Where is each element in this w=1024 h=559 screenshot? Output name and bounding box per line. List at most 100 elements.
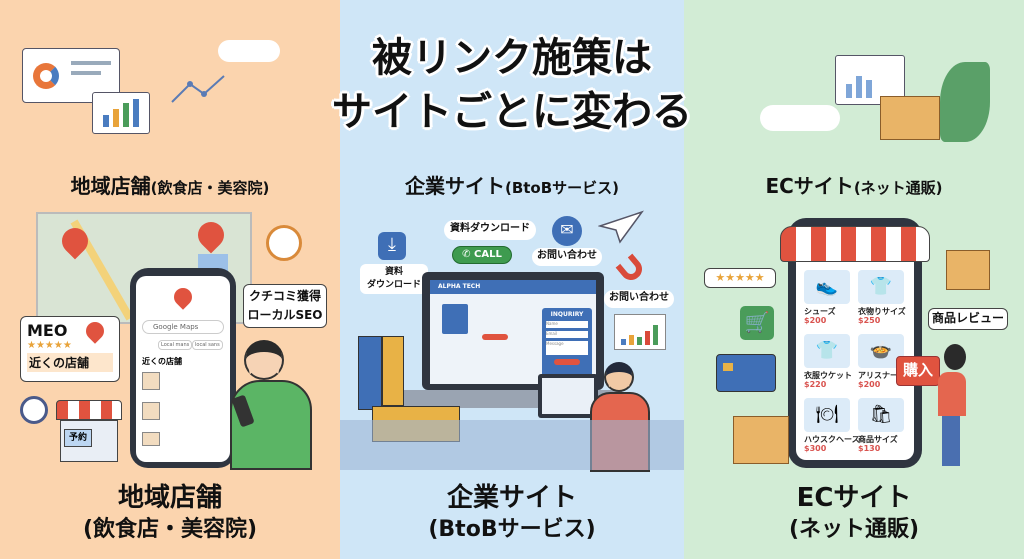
download-label-line-2: ダウンロード [366, 280, 421, 290]
local-bottom-line-2: (飲食店・美容院) [82, 517, 258, 542]
nearby-list-title: 近くの店舗 [142, 357, 182, 366]
product-card[interactable]: 🍽 [804, 398, 850, 432]
package-box-icon [880, 96, 940, 140]
binder-icon [382, 336, 404, 406]
paper-plane-icon [598, 210, 644, 244]
plant-leaf-icon [940, 62, 990, 142]
rating-stars-bubble: ★★★★★ [704, 268, 776, 288]
product-price: $250 [858, 316, 881, 325]
product-card[interactable]: 👕 [858, 270, 904, 304]
smartphone: Google Maps Local mans local sans 近くの店舗 [130, 268, 236, 468]
person-jeans [942, 416, 960, 466]
desk [340, 420, 684, 470]
ec-bottom-line-2: (ネット通販) [788, 517, 920, 542]
name-field[interactable]: Name [546, 321, 588, 328]
product-name: ハウスクヘース [804, 435, 860, 444]
clock-icon [20, 396, 48, 424]
person-head [944, 344, 966, 370]
local-heading: 地域店舗(飲食店・美容院) [0, 170, 340, 199]
product-name: アリスナー [858, 371, 898, 380]
business-bottom-line-1: 企業サイト [446, 483, 577, 513]
maps-search-input[interactable]: Google Maps [142, 320, 224, 334]
mail-icon: ✉ [552, 216, 582, 246]
local-bottom-title: 地域店舗 (飲食店・美容院) [0, 482, 340, 546]
store-list-item[interactable] [142, 372, 160, 390]
product-price: $300 [804, 444, 827, 453]
buy-button[interactable]: 購入 [896, 356, 940, 386]
product-price: $200 [804, 316, 827, 325]
chip[interactable]: Local mans [158, 340, 193, 350]
product-name: 商品サイズ [858, 435, 898, 444]
call-button-label: CALL [474, 249, 502, 260]
main-title-line-1: 被リンク施策は [372, 35, 652, 81]
download-document-bubble[interactable]: 資料ダウンロード [444, 220, 536, 240]
local-seo-label: ローカルSEO [247, 308, 323, 322]
store-list-item[interactable] [142, 402, 160, 420]
local-heading-sub: (飲食店・美容院) [150, 179, 270, 197]
google-maps-pin-icon [170, 284, 196, 310]
product-name: シューズ [804, 307, 836, 316]
ec-heading-text: ECサイト [765, 174, 854, 198]
inquiry-title: INQURIRY [550, 311, 584, 318]
contact-bubble[interactable]: お問い合わせ [532, 248, 602, 266]
message-field[interactable]: Message [546, 341, 588, 355]
product-price: $130 [858, 444, 881, 453]
package-box-icon [946, 250, 990, 290]
product-price: $220 [804, 380, 827, 389]
contact-bubble[interactable]: お問い合わせ [604, 290, 674, 308]
person-head [604, 362, 634, 392]
product-box-icon [442, 304, 468, 334]
growth-chart-icon [614, 314, 666, 350]
product-card[interactable]: 👕 [804, 334, 850, 368]
local-heading-text: 地域店舗 [70, 174, 151, 198]
cloud-icon [218, 40, 280, 62]
clock-icon [266, 225, 302, 261]
ec-heading-sub: (ネット通販) [853, 179, 943, 197]
download-label-line-1: 資料 [384, 267, 403, 277]
laptop-monitor: ALPHA TECH INQURIRY Name Email Message [422, 272, 604, 390]
store-front: 予約 [60, 420, 118, 462]
product-name: 衣物りサイズ [858, 307, 906, 316]
business-bottom-title: 企業サイト (BtoBサービス) [340, 482, 684, 546]
ec-heading: ECサイト(ネット通販) [684, 170, 1024, 199]
submit-button[interactable] [554, 359, 580, 365]
rating-stars: ★★★★★ [27, 340, 72, 351]
ec-bottom-title: ECサイト(ネット通販) [684, 482, 1024, 546]
person-red-top [938, 372, 966, 416]
person-head [244, 340, 284, 380]
site-name: ALPHA TECH [430, 280, 596, 294]
meo-label: MEO [27, 321, 68, 340]
download-icon: ⤓ [378, 232, 406, 260]
store-list-item[interactable] [142, 432, 160, 446]
small-laptop [538, 374, 598, 418]
reserve-sign: 予約 [64, 429, 92, 447]
product-card[interactable]: 👟 [804, 270, 850, 304]
shopping-cart-icon: 🛒 [740, 306, 774, 340]
shop-awning-icon [780, 226, 930, 262]
meo-bubble: MEO ★★★★★ 近くの店舗 [20, 316, 120, 382]
download-label: 資料 ダウンロード [360, 264, 428, 294]
chip[interactable]: local sans [192, 340, 223, 350]
trend-line-icon [171, 75, 225, 103]
cta-button[interactable] [482, 334, 508, 340]
main-title-line-2: サイトごとに変わる [332, 89, 692, 135]
store-awning-icon [56, 400, 122, 420]
review-label: クチコミ獲得 [248, 289, 321, 303]
business-heading-text: 企業サイト [404, 174, 505, 198]
call-button[interactable]: ✆ CALL [452, 246, 512, 264]
package-box-icon [733, 416, 789, 464]
local-bottom-line-1: 地域店舗 [117, 483, 222, 513]
credit-card-icon [716, 354, 776, 392]
business-heading-sub: (BtoBサービス) [504, 179, 620, 197]
bar-chart-icon [92, 92, 150, 134]
business-bottom-line-2: (BtoBサービス) [428, 517, 596, 542]
inquiry-form: INQURIRY Name Email Message [542, 308, 592, 380]
nearby-stores-label: 近くの店舗 [27, 353, 113, 372]
product-name: 衣服ウケット [804, 371, 852, 380]
cloud-icon [760, 105, 840, 131]
review-local-seo-bubble: クチコミ獲得 ローカルSEO [243, 284, 327, 328]
product-card[interactable]: 🛍 [858, 398, 904, 432]
product-review-bubble: 商品レビュー [928, 308, 1008, 330]
email-field[interactable]: Email [546, 331, 588, 338]
product-price: $200 [858, 380, 881, 389]
